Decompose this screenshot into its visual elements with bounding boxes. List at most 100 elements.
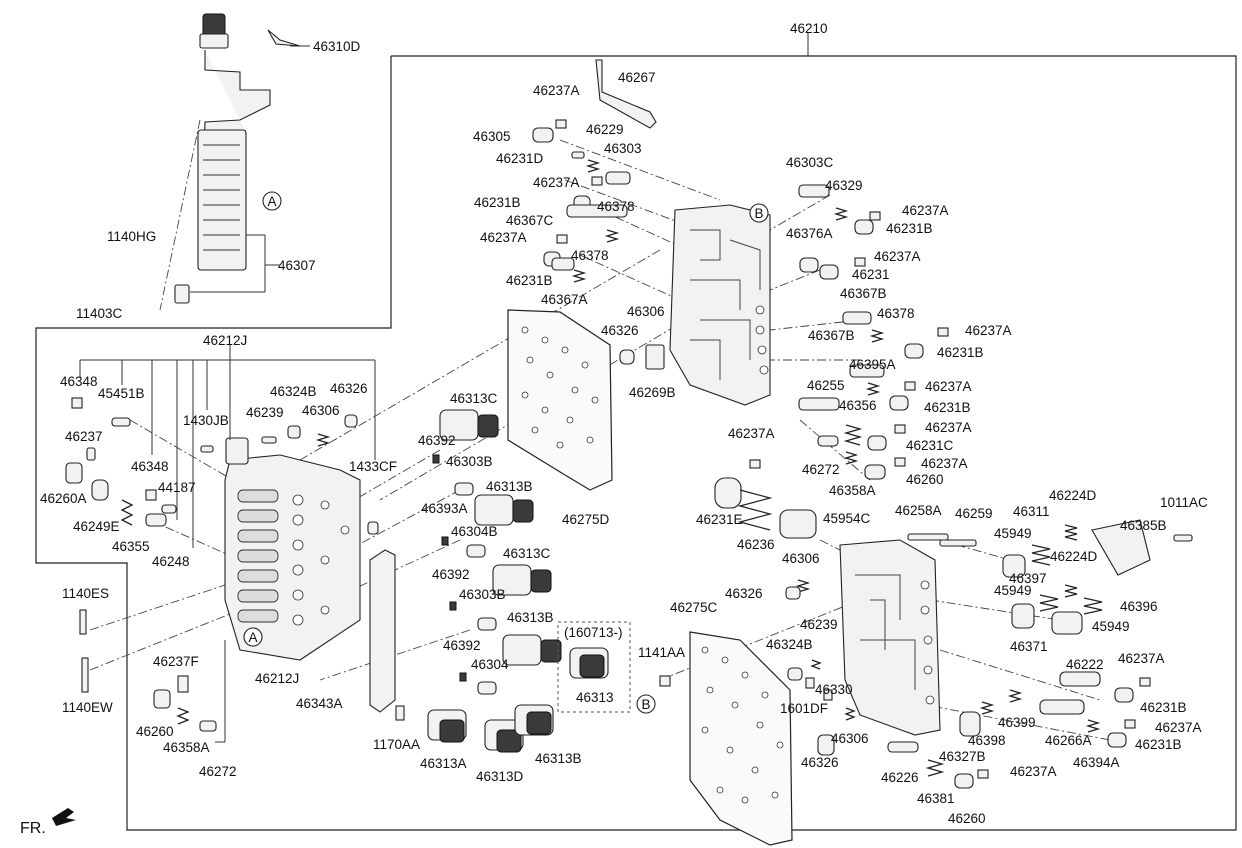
left-small-parts (65, 397, 379, 732)
label-leaders (79, 345, 376, 743)
lower-valve-parts (659, 519, 1193, 789)
part-label: 46272 (199, 764, 237, 779)
valve-body-lower-right (839, 539, 941, 736)
gasket-strip (369, 549, 405, 721)
part-label: 45954C (823, 511, 871, 526)
part-label: 46260A (40, 491, 87, 506)
separator-plate-upper (507, 309, 613, 491)
part-label: 46231B (506, 273, 553, 288)
part-label: 46231B (1135, 737, 1182, 752)
part-label: 46392 (443, 638, 481, 653)
part-label: 46212J (203, 333, 247, 348)
part-label: 46266A (1045, 733, 1092, 748)
part-label: 46229 (586, 122, 624, 137)
part-label: 46367B (808, 328, 855, 343)
part-label: 46397 (1009, 571, 1047, 586)
part-label: 46239 (800, 617, 838, 632)
part-label: 46371 (1010, 639, 1048, 654)
part-label: 46392 (432, 567, 470, 582)
part-label: 46236 (737, 537, 775, 552)
part-label: 46231B (937, 345, 984, 360)
part-label: 46239 (246, 405, 284, 420)
part-label: 1433CF (349, 459, 397, 474)
part-label: 46231B (474, 195, 521, 210)
part-label: 46303B (446, 454, 493, 469)
part-label: 46313 (576, 690, 614, 705)
front-direction-marker: FR. (20, 808, 76, 837)
part-label: 46313C (450, 391, 498, 406)
part-label: 46237A (1155, 720, 1202, 735)
part-label: 46231 (852, 267, 890, 282)
part-label: 46237A (728, 426, 775, 441)
callout-b-top: B (749, 203, 769, 223)
part-label: 46306 (831, 731, 869, 746)
part-label: 46237A (480, 230, 527, 245)
part-label: 46231B (886, 221, 933, 236)
part-label: 46381 (917, 791, 955, 806)
part-label: 46326 (601, 323, 639, 338)
part-label: 46249E (73, 519, 120, 534)
part-label: 46305 (473, 129, 511, 144)
part-label: 46237A (925, 379, 972, 394)
valve-body-left (224, 437, 361, 661)
part-label: 46326 (801, 755, 839, 770)
part-label: 46394A (1073, 755, 1120, 770)
part-label: 46324B (270, 384, 317, 399)
part-label: 46237A (921, 456, 968, 471)
part-label: 46306 (302, 403, 340, 418)
part-label: 46255 (807, 378, 845, 393)
part-label: 46326 (725, 586, 763, 601)
part-label: 1601DF (780, 701, 828, 716)
harness-assembly (174, 13, 310, 304)
separator-plate-lower (689, 631, 793, 846)
part-label: 45451B (98, 386, 145, 401)
part-label: 46313A (420, 756, 467, 771)
part-label: 46304B (451, 524, 498, 539)
part-label: 46260 (906, 472, 944, 487)
part-label: 46226 (881, 770, 919, 785)
part-label: 46358A (829, 483, 876, 498)
part-label: 46269B (629, 385, 676, 400)
part-label: 46327B (939, 749, 986, 764)
part-label: 44187 (158, 480, 196, 495)
part-label: 46392 (418, 433, 456, 448)
part-label: 11403C (76, 306, 123, 321)
part-label: 46260 (136, 724, 174, 739)
part-label: 1140EW (62, 700, 113, 715)
svg-text:FR.: FR. (20, 820, 46, 837)
part-label: 46303B (459, 587, 506, 602)
part-number-labels: 46210 46310D 1140HG 46307 11403C 46212J … (40, 21, 1208, 826)
part-label: 46224D (1050, 549, 1098, 564)
part-label: 46313C (503, 546, 551, 561)
part-label: 46237A (965, 323, 1012, 338)
part-label: 46395A (849, 357, 896, 372)
part-label: 46313B (507, 610, 554, 625)
part-label: 46224D (1049, 488, 1097, 503)
callout-b-bottom: B (636, 694, 656, 714)
part-label: 46348 (60, 374, 98, 389)
part-label: 46378 (597, 199, 635, 214)
part-label: 46231E (696, 512, 743, 527)
part-label: 46272 (802, 462, 840, 477)
part-label: 46330 (815, 682, 853, 697)
part-label: 46398 (968, 733, 1006, 748)
svg-text:A: A (248, 630, 257, 645)
part-label: 1011AC (1160, 495, 1208, 510)
frame-lines (35, 32, 1237, 831)
part-label: 46385B (1120, 518, 1167, 533)
part-label: 46396 (1120, 599, 1158, 614)
part-label: 46212J (255, 671, 299, 686)
part-label: 46237A (1010, 764, 1057, 779)
part-label: 46358A (163, 740, 210, 755)
part-label: 46326 (330, 381, 368, 396)
part-label: 46237A (1118, 651, 1165, 666)
solenoid-valves (427, 409, 631, 753)
part-label: 46367B (840, 286, 887, 301)
svg-text:B: B (754, 206, 763, 221)
part-label: 46248 (152, 554, 190, 569)
part-label: 46313B (486, 479, 533, 494)
part-label: 46311 (1013, 504, 1050, 519)
part-label: 46399 (998, 715, 1036, 730)
part-label: 46303 (604, 141, 642, 156)
